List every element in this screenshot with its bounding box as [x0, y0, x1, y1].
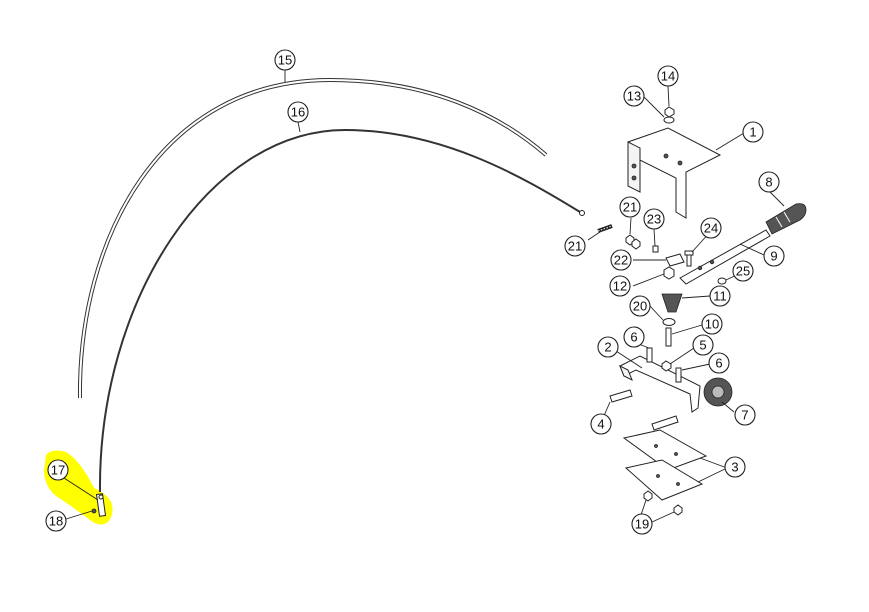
bolts-4 [609, 389, 679, 431]
callout-2-label: 2 [604, 340, 611, 355]
callout-23: 23 [643, 208, 665, 230]
callout-9: 9 [763, 245, 785, 267]
callout-17-label: 17 [51, 463, 65, 478]
callout-19: 19 [631, 513, 653, 535]
bolt-6b [675, 367, 682, 383]
callout-25-label: 25 [736, 264, 750, 279]
callout-21b: 21 [619, 196, 641, 218]
cable-end-17 [95, 493, 107, 517]
bolt-10 [665, 327, 672, 347]
cone-11 [661, 293, 683, 313]
bolt-24 [684, 250, 694, 267]
callout-6a: 6 [623, 326, 645, 348]
callout-21b-label: 21 [623, 200, 637, 215]
callout-13-label: 13 [627, 89, 641, 104]
callout-6b-label: 6 [715, 356, 722, 371]
callout-21a: 21 [564, 235, 586, 257]
callout-23-label: 23 [647, 212, 661, 227]
stud-21-left [597, 224, 613, 233]
callout-5-label: 5 [699, 338, 706, 353]
callout-10: 10 [701, 313, 723, 335]
clamp-22 [665, 253, 685, 267]
bolt-6a [646, 347, 653, 363]
callout-3: 3 [724, 456, 746, 478]
callout-4: 4 [590, 413, 612, 435]
callout-19-label: 19 [635, 517, 649, 532]
callout-24-label: 24 [704, 221, 718, 236]
nut-14 [664, 106, 675, 118]
callout-20-label: 20 [633, 299, 647, 314]
callout-24: 24 [700, 217, 722, 239]
bracket-1 [627, 127, 722, 219]
nut-5 [661, 360, 672, 372]
plates-3 [622, 429, 708, 501]
washer-20 [662, 318, 676, 326]
callout-6b: 6 [708, 352, 730, 374]
callout-4-label: 4 [597, 417, 604, 432]
callout-11: 11 [709, 285, 731, 307]
callout-6a-label: 6 [630, 330, 637, 345]
callout-18: 18 [45, 510, 67, 532]
screw-23 [652, 245, 659, 253]
nut-12 [663, 266, 675, 280]
callout-8-label: 8 [765, 175, 772, 190]
callout-12-label: 12 [613, 279, 627, 294]
callout-18-label: 18 [49, 514, 63, 529]
lever-9 [679, 229, 771, 285]
callout-2: 2 [597, 336, 619, 358]
callout-21a-label: 21 [568, 239, 582, 254]
callout-1: 1 [742, 121, 764, 143]
cable-16 [98, 128, 585, 493]
nut-25 [717, 277, 727, 285]
set-screw-18 [91, 508, 97, 514]
callout-14-label: 14 [661, 69, 675, 84]
grip-8 [765, 203, 807, 235]
bracket-2 [619, 355, 701, 413]
leader-lines [63, 70, 785, 523]
conduit-15 [77, 77, 548, 399]
callout-3-label: 3 [731, 460, 738, 475]
callout-10-label: 10 [705, 317, 719, 332]
callout-13: 13 [623, 85, 645, 107]
callout-5: 5 [692, 334, 714, 356]
callout-8: 8 [758, 171, 780, 193]
callout-14: 14 [657, 65, 679, 87]
callout-7: 7 [734, 404, 756, 426]
nuts-21-right [625, 234, 641, 250]
callout-20: 20 [629, 295, 651, 317]
callout-7-label: 7 [741, 408, 748, 423]
callout-25: 25 [732, 260, 754, 282]
callout-22: 22 [610, 249, 632, 271]
callout-1-label: 1 [749, 125, 756, 140]
callout-22-label: 22 [614, 253, 628, 268]
callout-12: 12 [609, 275, 631, 297]
nuts-19 [643, 490, 683, 516]
callout-11-label: 11 [713, 289, 727, 304]
knob-7 [703, 377, 733, 407]
callout-15-label: 15 [278, 53, 292, 68]
callout-16: 16 [287, 101, 309, 123]
callout-9-label: 9 [770, 249, 777, 264]
callout-15: 15 [274, 49, 296, 71]
callout-16-label: 16 [291, 105, 305, 120]
callout-17: 17 [47, 459, 69, 481]
washer-13 [663, 116, 675, 124]
